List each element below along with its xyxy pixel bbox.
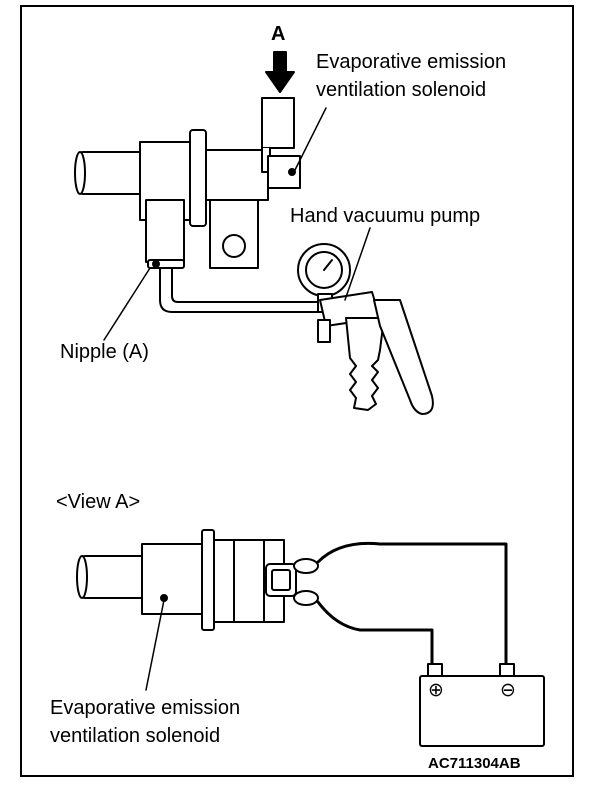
figure-code: AC711304AB (428, 755, 521, 772)
solenoid-label-top-line1: Evaporative emission (316, 51, 507, 73)
solenoid-label-bottom-line1: Evaporative emission (50, 697, 241, 719)
battery-positive-symbol: ⊕ (428, 680, 444, 701)
vacuum-hose (159, 267, 321, 313)
pump-label: Hand vacuumu pump (290, 205, 481, 227)
solenoid-label-bottom-line2: ventilation solenoid (50, 725, 221, 747)
view-arrow-label: A (271, 23, 286, 45)
bottom-solenoid (76, 529, 319, 631)
battery-wires (316, 541, 508, 668)
view-arrow (265, 51, 295, 93)
view-a-label: <View A> (56, 491, 141, 513)
battery-negative-symbol: ⊖ (500, 680, 516, 701)
leader-lines-top (103, 107, 371, 341)
battery (419, 663, 545, 747)
nipple-label: Nipple (A) (60, 341, 149, 363)
figure-frame (20, 5, 574, 777)
hand-vacuum-pump (297, 243, 434, 415)
leader-lines-bottom (145, 599, 165, 691)
solenoid-label-top-line2: ventilation solenoid (316, 79, 487, 101)
top-solenoid (74, 97, 301, 269)
